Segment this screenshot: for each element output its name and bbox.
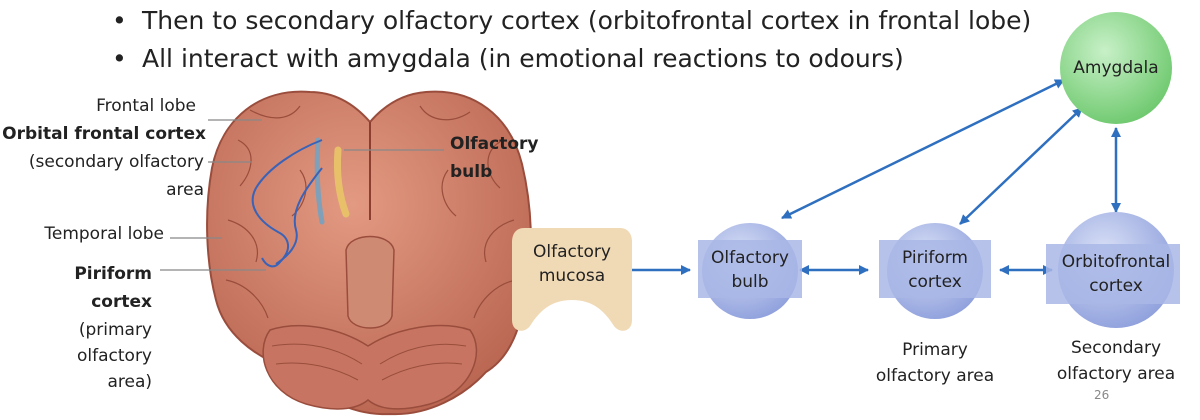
label-primary-3: area) — [107, 372, 152, 392]
brainstem — [345, 235, 395, 329]
olfactory-bulb-node — [698, 223, 802, 319]
caption-secondary-area: Secondary olfactory area — [1056, 338, 1176, 384]
bulb-text: Olfactory bulb — [711, 248, 789, 292]
piriform-cortex-node — [879, 223, 991, 319]
mucosa-shape — [512, 228, 632, 331]
page-number: 26 — [1094, 388, 1110, 402]
bullet-amygdala: All interact with amygdala (in emotional… — [112, 40, 1031, 78]
label-frontal-lobe: Frontal lobe — [96, 96, 196, 116]
label-piriform: Piriform — [74, 264, 152, 284]
arrow-amygdala-bulb — [781, 78, 1065, 220]
label-secondary-area-1: (secondary olfactory — [28, 152, 204, 172]
label-secondary-area-2: area — [166, 180, 204, 200]
piriform-text: Piriform cortex — [902, 248, 968, 292]
amygdala-text: Amygdala — [1073, 58, 1159, 78]
label-primary-2: olfactory — [77, 346, 152, 366]
caption-primary-area: Primary olfactory area — [875, 340, 995, 386]
pathway-arrows — [626, 78, 1121, 275]
mucosa-text: Olfactory mucosa — [533, 242, 611, 286]
orbitofrontal-outline — [251, 139, 323, 268]
bullet-secondary-cortex: Then to secondary olfactory cortex (orbi… — [112, 2, 1031, 40]
brain-illustration — [206, 90, 532, 416]
brain-leader-lines — [160, 119, 444, 271]
arrow-amygdala-piriform — [959, 107, 1083, 225]
label-olfactory-bulb-1: Olfactory — [450, 134, 539, 154]
orbitofrontal-cortex-node — [1046, 212, 1180, 328]
label-temporal-lobe: Temporal lobe — [44, 224, 164, 244]
label-primary-1: (primary — [78, 320, 152, 340]
label-olfactory-bulb-2: bulb — [450, 162, 493, 182]
olfactory-bulb-tract — [334, 146, 350, 218]
label-cortex: cortex — [91, 292, 152, 312]
bullet-list: Then to secondary olfactory cortex (orbi… — [112, 2, 1031, 78]
label-orbital-frontal-cortex: Orbital frontal cortex — [2, 124, 206, 144]
orbitofrontal-text: Orbitofrontal cortex — [1061, 252, 1171, 296]
amygdala-node — [1060, 12, 1172, 124]
